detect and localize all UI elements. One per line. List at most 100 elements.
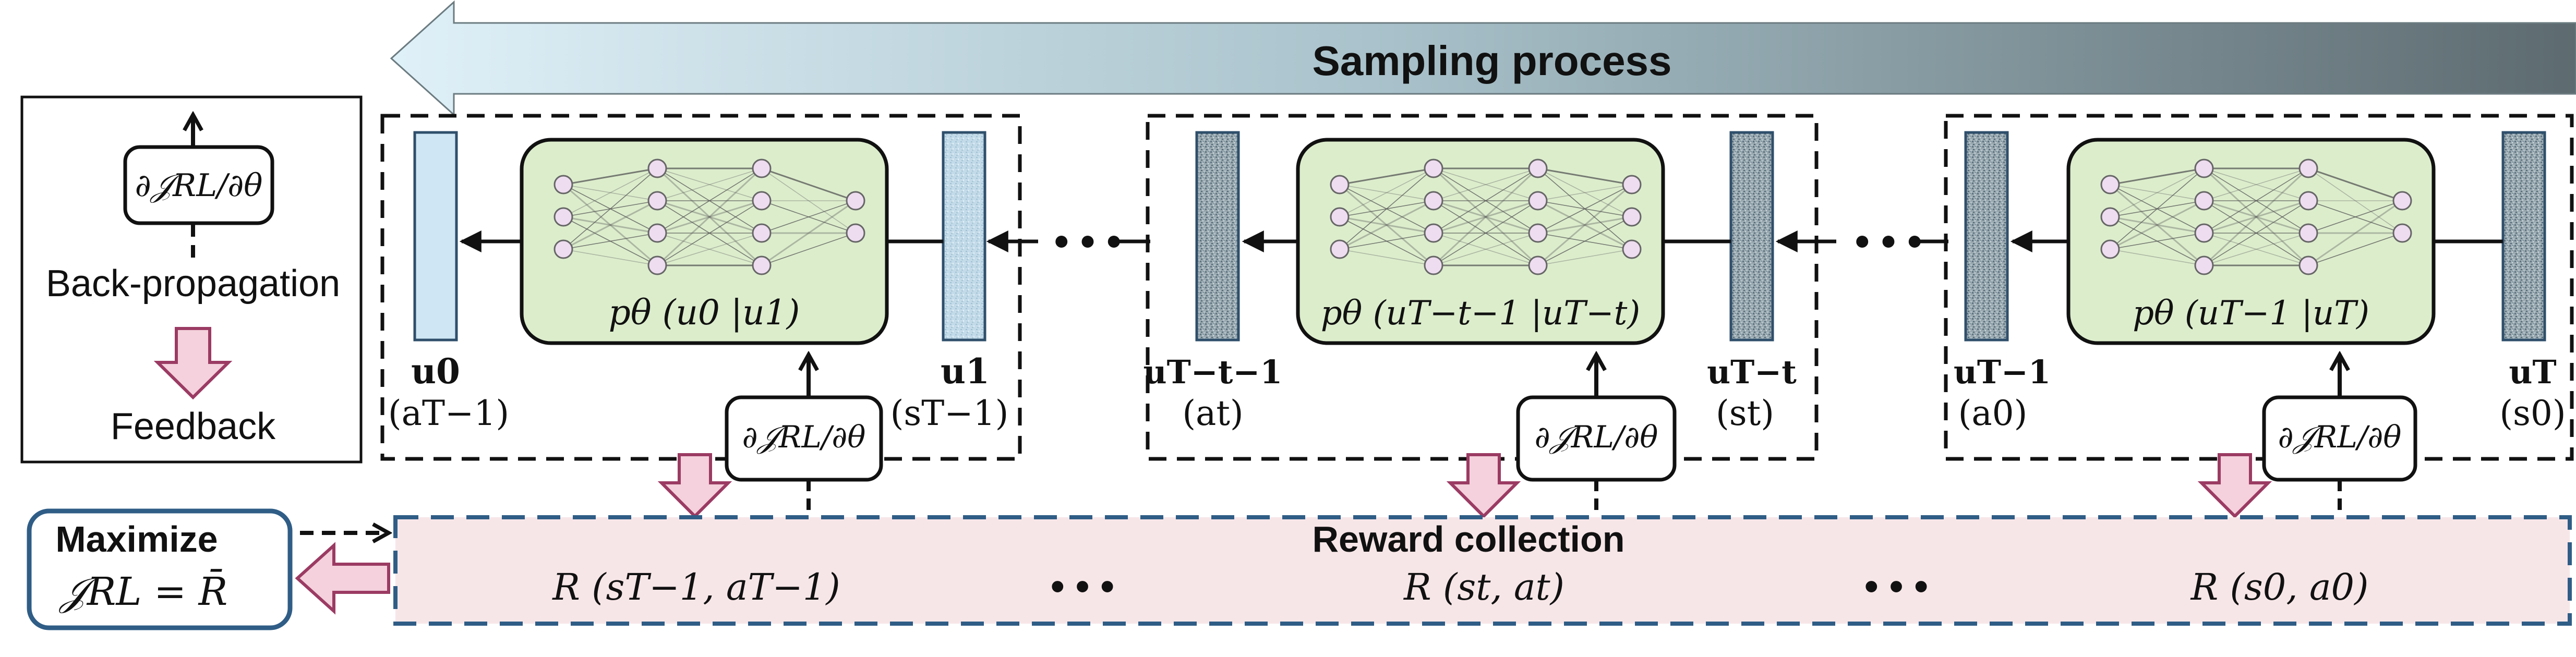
network-edge <box>1537 216 1632 234</box>
block-2-gradient-label: ∂𝒥RL/∂θ <box>1535 419 1658 455</box>
network-edge <box>2203 167 2309 266</box>
block-1-output-label: u0 <box>411 351 460 392</box>
chain-2-dots: • • • <box>1855 218 1922 264</box>
maximize-objective: Maximize 𝒥RL = R̄ <box>27 508 389 630</box>
network-edge <box>1339 168 1434 250</box>
maximize-formula: 𝒥RL = R̄ <box>59 569 228 614</box>
network-node <box>752 191 772 211</box>
block-3-network-graph <box>2100 159 2412 275</box>
network-edge <box>1433 200 1538 234</box>
network-edge <box>2308 167 2403 202</box>
network-node <box>1622 239 1642 259</box>
legend-gradient-label: ∂𝒥RL/∂θ <box>135 167 263 204</box>
network-edge <box>1433 168 1538 201</box>
block-3-output-sub: (a0) <box>1958 393 2028 433</box>
reward-item-1: R (sT−1, aT−1) <box>551 566 840 609</box>
sampling-process-label: Sampling process <box>1312 38 1671 84</box>
network-node <box>2100 175 2120 194</box>
network-node <box>553 175 573 194</box>
network-node <box>752 223 772 243</box>
network-node <box>2100 239 2120 259</box>
network-edge <box>1339 233 1434 250</box>
block-2-network-graph <box>1330 159 1642 275</box>
network-node <box>2298 191 2318 211</box>
network-edge <box>2204 168 2309 201</box>
block-3-input-label: uT <box>2509 353 2556 391</box>
network-edge <box>761 200 856 234</box>
block-3-gradient-label: ∂𝒥RL/∂θ <box>2278 419 2402 455</box>
block-3-network-label: pθ (uT−1 |uT) <box>2133 294 2369 333</box>
network-edge <box>1339 168 1434 217</box>
block-1-feedback-arrow-icon <box>657 453 732 519</box>
network-edge <box>761 200 856 266</box>
network-edge <box>1537 216 1632 266</box>
network-node <box>1622 207 1642 227</box>
sampling-process-arrow: Sampling process <box>390 0 2576 117</box>
network-node <box>647 159 667 178</box>
network-node <box>1528 223 1548 243</box>
network-edge <box>657 168 762 201</box>
feedback-label: Feedback <box>111 406 276 447</box>
network-edge <box>1339 184 1434 201</box>
network-node <box>553 207 573 227</box>
block-2-output-bar <box>1195 131 1240 342</box>
network-edge <box>657 168 762 234</box>
network-edge <box>2110 233 2205 250</box>
network-edge <box>657 200 762 234</box>
network-edge <box>563 168 658 250</box>
block-2-network-label: pθ (uT−t−1 |uT−t) <box>1321 294 1641 333</box>
block-1-input-label: u1 <box>941 351 990 392</box>
network-node <box>2298 223 2318 243</box>
network-edge <box>1433 233 1538 266</box>
network-edge <box>1433 167 1539 266</box>
block-3-feedback-arrow-icon <box>2197 453 2272 519</box>
sampling-arrow-shape <box>390 0 2576 117</box>
network-edge <box>1339 167 1434 186</box>
network-edge <box>2203 167 2309 266</box>
network-node <box>846 191 865 211</box>
network-node <box>1528 191 1548 211</box>
network-edge <box>2204 200 2309 234</box>
network-edge <box>761 168 856 234</box>
network-node <box>1528 159 1548 178</box>
network-edge <box>1537 200 1632 250</box>
network-node <box>1330 207 1350 227</box>
network-edge <box>1433 168 1538 201</box>
block-2-input-bar <box>1729 131 1774 342</box>
network-edge <box>1433 168 1538 234</box>
network-edge <box>657 233 762 266</box>
network-edge <box>563 184 658 266</box>
reward-dots-1: • • • <box>1051 564 1114 609</box>
network-edge <box>563 249 658 266</box>
reward-item-2: R (st, at) <box>1403 566 1564 609</box>
network-edge <box>1433 167 1539 266</box>
network-edge <box>1339 249 1434 266</box>
network-node <box>2298 159 2318 178</box>
network-edge <box>657 168 762 201</box>
network-node <box>647 191 667 211</box>
network-node <box>2100 207 2120 227</box>
block-1-output-sub: (aT−1) <box>388 393 509 433</box>
block-2-input-sub: (st) <box>1716 393 1774 433</box>
network-edge <box>1339 200 1434 250</box>
network-edge <box>657 200 762 234</box>
network-edge <box>1339 184 1434 266</box>
network-node <box>553 239 573 259</box>
network-node <box>647 256 667 275</box>
network-node <box>1424 223 1443 243</box>
network-node <box>1424 159 1443 178</box>
network-edge <box>1537 184 1632 201</box>
network-node <box>752 159 772 178</box>
network-edge <box>656 167 763 266</box>
network-edge <box>2110 216 2205 234</box>
chain-link-1: • • • <box>986 218 1150 264</box>
denoise-block-1: pθ (u0 |u1) u0 (aT−1) u1 (sT−1) ∂𝒥RL/∂θ <box>380 114 1022 519</box>
block-3-frame <box>1944 114 2574 461</box>
network-edge <box>2204 168 2309 234</box>
network-edge <box>2204 200 2309 266</box>
denoise-block-2: pθ (uT−t−1 |uT−t) uT−t−1 (at) uT−t (st) … <box>1143 114 1819 519</box>
network-node <box>2194 223 2214 243</box>
network-edge <box>1537 184 1632 266</box>
block-1-input-bar <box>942 131 986 342</box>
